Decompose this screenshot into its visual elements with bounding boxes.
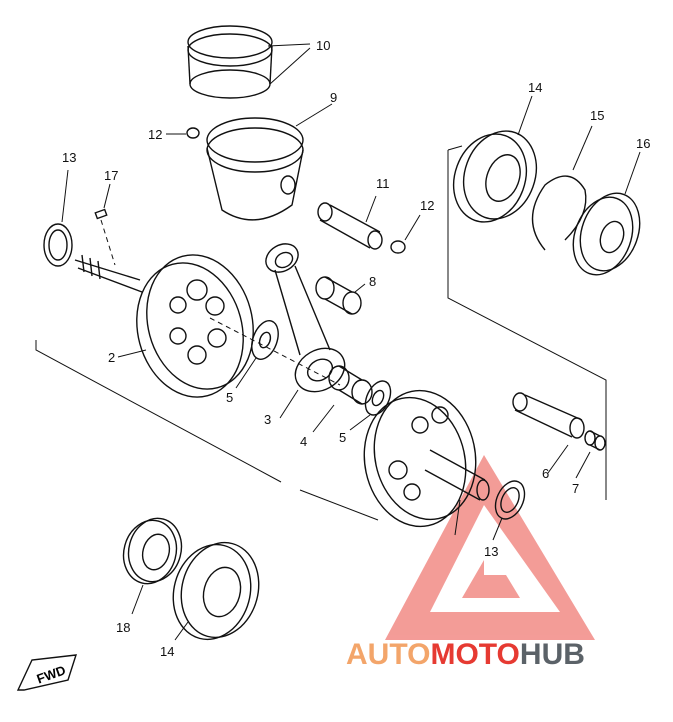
callout-7: 7 [572,481,579,496]
fwd-label: FWD [35,662,68,686]
callout-17: 17 [104,168,118,183]
callout-3: 3 [264,412,271,427]
crank-left [74,254,254,398]
bearing-lower [172,541,260,641]
callout-11: 11 [376,176,390,191]
callout-5-upper: 5 [226,390,233,405]
assembly-boundaries [35,145,607,521]
callout-18: 18 [116,620,130,635]
callout-13-left: 13 [62,150,76,165]
callout-8: 8 [369,274,376,289]
woodruff-key [94,183,116,266]
thrust-washer-upper [209,317,341,389]
bearing-18 [122,517,183,615]
callout-5-lower: 5 [339,430,346,445]
callout-2: 2 [108,350,115,365]
piston [206,103,333,221]
callout-labels: 10 9 12 13 17 11 12 14 15 16 8 2 5 3 4 5… [62,38,650,659]
piston-rings [187,25,311,99]
callout-9: 9 [330,90,337,105]
circlip-left [166,127,200,139]
watermark-hub: HUB [520,638,585,671]
watermark-moto: MOTO [430,638,519,671]
crank-pin [512,392,585,474]
circlip-large [531,125,593,251]
circlip-right [390,214,421,254]
small-end-bearing [315,276,366,315]
watermark-logo [385,455,595,640]
callout-16: 16 [636,136,650,151]
callout-12-right: 12 [420,198,434,213]
callout-4: 4 [300,434,307,449]
callout-14-upper: 14 [528,80,542,95]
oil-seal-right [454,480,526,541]
callout-12-left: 12 [148,127,162,142]
connecting-rod [265,243,346,419]
pin-small [575,430,606,479]
callout-10: 10 [316,38,330,53]
big-end-bearing [312,365,373,433]
crank-right [363,389,490,528]
callout-6: 6 [542,466,549,481]
oil-seal-left [43,169,73,267]
fwd-arrow-icon: FWD [16,654,77,691]
callout-14-lower: 14 [160,644,174,659]
watermark-text: AUTOMOTOHUB [346,638,585,671]
piston-pin [317,195,383,250]
callout-13-right: 13 [484,544,498,559]
oil-seal-16 [572,151,641,276]
watermark-auto: AUTO [346,638,430,671]
callout-15: 15 [590,108,604,123]
svg-text:AUTOMOTOHUB: AUTOMOTOHUB [346,638,585,671]
thrust-washer-lower [349,380,392,431]
bearing-upper [452,95,538,223]
